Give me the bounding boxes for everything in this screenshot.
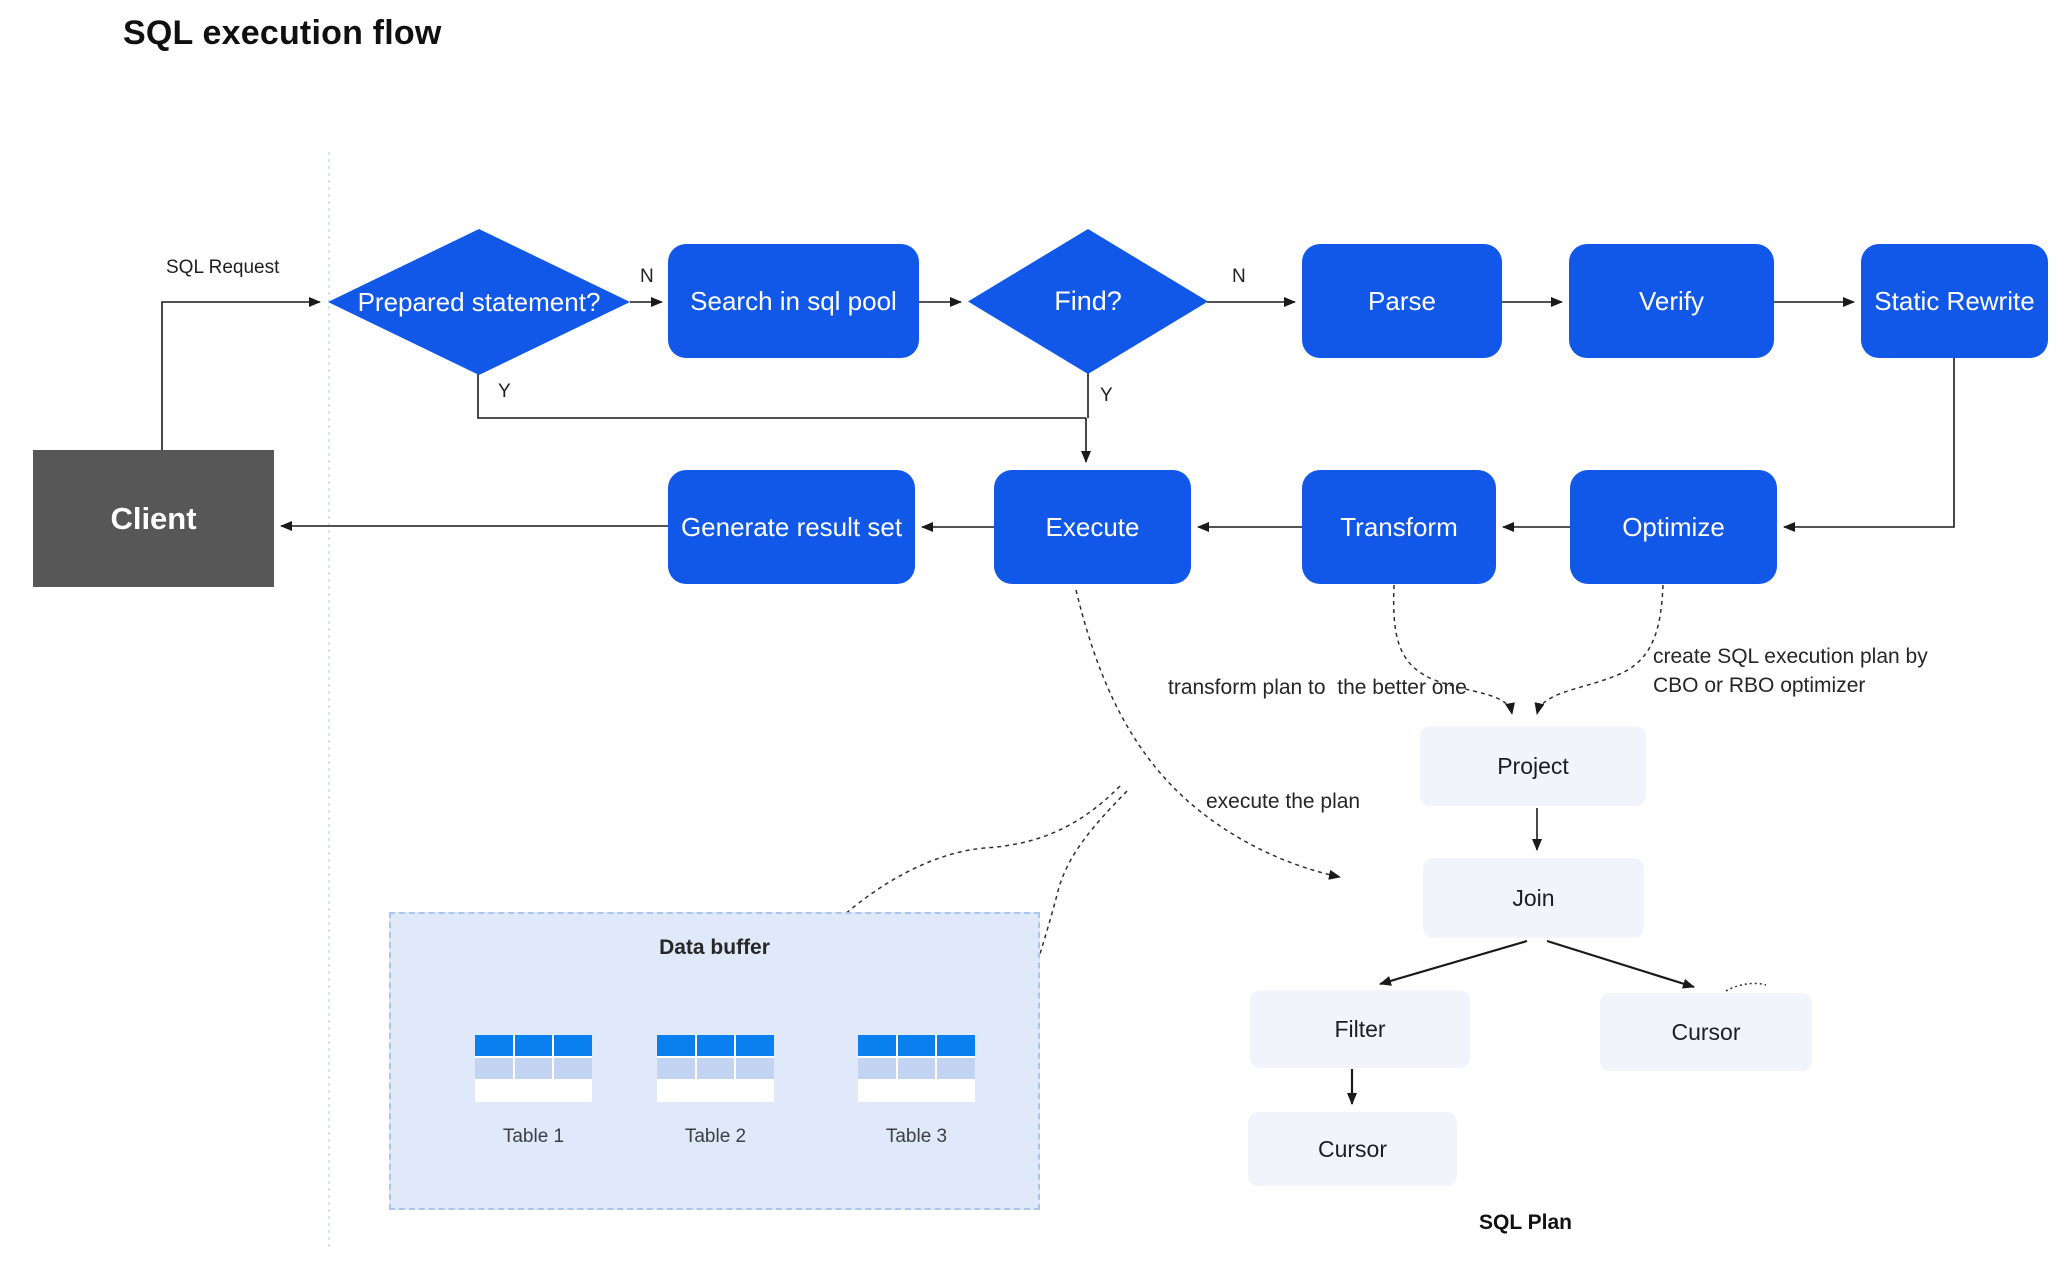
table-cell (657, 1081, 695, 1102)
table-cell (858, 1058, 896, 1079)
table-cell (696, 1035, 735, 1056)
plan-node-label: Filter (1334, 1015, 1386, 1042)
flow-node-generate-result-set: Generate result set (668, 470, 915, 584)
plan-node-filter: Filter (1250, 990, 1470, 1068)
label-y-prepared: Y (498, 381, 511, 402)
table-cell (657, 1035, 695, 1056)
connector-static-to-optimize (1783, 358, 1955, 532)
flow-node-verify: Verify (1569, 244, 1774, 358)
table-cell (937, 1081, 975, 1102)
flow-node-parse: Parse (1302, 244, 1502, 358)
table-cell (514, 1058, 553, 1079)
client-label: Client (110, 500, 197, 536)
label-n-find: N (1232, 266, 1246, 287)
table-cell (736, 1035, 774, 1056)
table-cell (897, 1058, 936, 1079)
note-create-plan-line2: CBO or RBO optimizer (1653, 674, 1866, 697)
decision-prepared-label: Prepared statement? (357, 286, 601, 317)
page-title: SQL execution flow (123, 14, 442, 52)
plan-node-label: Cursor (1671, 1018, 1741, 1045)
table-cell (554, 1058, 592, 1079)
table-cell (554, 1081, 592, 1102)
plan-node-project: Project (1420, 726, 1646, 806)
table-cell (937, 1058, 975, 1079)
table-cell (475, 1035, 513, 1056)
connector-join-to-filter (1379, 939, 1528, 986)
table-label: Table 2 (684, 1126, 747, 1147)
plan-title: SQL Plan (1479, 1211, 1572, 1234)
table-cell (514, 1081, 553, 1102)
solid-connectors (161, 297, 1955, 1105)
data-buffer-panel: Data buffer Table 1 Table 2 Table 3 (389, 912, 1040, 1210)
table-cell (937, 1035, 975, 1056)
table-cell (554, 1035, 592, 1056)
connector-sql-request (161, 297, 321, 450)
node-label: Transform (1340, 511, 1458, 542)
table-cell (858, 1081, 896, 1102)
node-label: Optimize (1622, 511, 1725, 542)
plan-node-join: Join (1423, 858, 1644, 938)
label-n-prepared: N (640, 266, 654, 287)
plan-node-label: Project (1497, 752, 1569, 779)
plan-node-label: Join (1512, 884, 1555, 911)
dotted-remnant (1725, 982, 1767, 992)
table-label: Table 1 (502, 1126, 565, 1147)
note-execute-plan: execute the plan (1206, 790, 1361, 813)
label-y-find: Y (1100, 385, 1113, 406)
flow-node-static-rewrite: Static Rewrite (1861, 244, 2048, 358)
table-cell (897, 1081, 936, 1102)
flow-node-optimize: Optimize (1570, 470, 1777, 584)
plan-node-cursor-right: Cursor (1600, 993, 1812, 1071)
table-cell (475, 1058, 513, 1079)
table-cell (475, 1081, 513, 1102)
connector-optimize-to-project (1534, 584, 1664, 715)
connector-transform-to-project (1392, 584, 1515, 715)
connector-execute-to-plan (1075, 589, 1341, 880)
note-create-plan-line1: create SQL execution plan by (1653, 645, 1928, 668)
table-cell (696, 1058, 735, 1079)
label-sql-request: SQL Request (166, 257, 280, 278)
plan-node-cursor-bottom: Cursor (1248, 1112, 1457, 1186)
buffer-table-2 (657, 1035, 774, 1102)
table-label: Table 3 (885, 1126, 948, 1147)
table-cell (897, 1035, 936, 1056)
table-cell (657, 1058, 695, 1079)
node-label: Parse (1368, 285, 1436, 316)
node-label: Execute (1045, 511, 1140, 542)
plan-node-label: Cursor (1317, 1135, 1387, 1162)
table-cell (858, 1035, 896, 1056)
node-label: Search in sql pool (690, 285, 897, 316)
table-cell (736, 1081, 774, 1102)
client-node: Client (33, 450, 274, 587)
decision-find-label: Find? (1054, 286, 1122, 316)
data-buffer-title: Data buffer (659, 936, 770, 959)
note-transform-plan: transform plan to the better one (1168, 676, 1467, 699)
node-label: Static Rewrite (1874, 285, 2035, 316)
flow-node-execute: Execute (994, 470, 1191, 584)
buffer-table-1 (475, 1035, 592, 1102)
table-cell (696, 1081, 735, 1102)
connector-join-to-cursor (1546, 939, 1695, 989)
buffer-table-3 (858, 1035, 975, 1102)
node-label: Verify (1638, 285, 1705, 316)
connector-prepared-y (477, 374, 1086, 419)
note-create-plan: create SQL execution plan by CBO or RBO … (1653, 642, 1928, 700)
flow-node-search-sql-pool: Search in sql pool (668, 244, 919, 358)
table-cell (514, 1035, 553, 1056)
flow-node-transform: Transform (1302, 470, 1496, 584)
table-cell (736, 1058, 774, 1079)
node-label: Generate result set (680, 511, 903, 542)
